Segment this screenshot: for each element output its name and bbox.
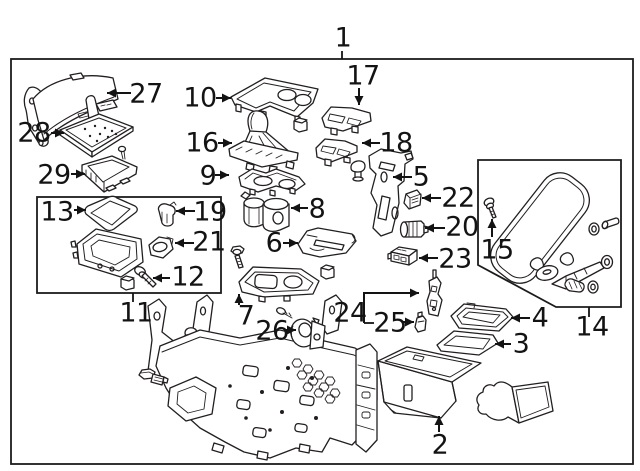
callout-4[interactable]: 4 [531, 302, 549, 334]
console-carrier-body [147, 294, 378, 461]
part-15-armrest-lid [489, 172, 591, 284]
push-pin-fastener [350, 160, 366, 182]
part-23-connector [387, 246, 418, 266]
part-24-mounting-bracket [426, 269, 443, 317]
part-20-power-outlet [399, 220, 429, 238]
part-27-console-lid [23, 72, 119, 147]
part-9-shifter-bezel [238, 168, 306, 197]
callout-13[interactable]: 13 [40, 196, 74, 228]
callout-29[interactable]: 29 [37, 159, 71, 191]
callout-8[interactable]: 8 [308, 193, 326, 225]
callout-23[interactable]: 23 [438, 243, 472, 275]
callout-18[interactable]: 18 [379, 127, 413, 159]
part-22-switch-knob [403, 189, 422, 210]
part-11-console-compartment [70, 228, 144, 278]
callout-1[interactable]: 1 [334, 22, 352, 54]
clip-fastener [320, 264, 335, 280]
part-7-console-insert-tray [238, 266, 320, 303]
callout-5[interactable]: 5 [412, 161, 430, 193]
part-29-storage-module [81, 155, 138, 193]
callout-6[interactable]: 6 [265, 227, 283, 259]
callout-3[interactable]: 3 [512, 328, 530, 360]
part-26-grommet [275, 307, 326, 350]
callout-16[interactable]: 16 [185, 127, 219, 159]
callout-15[interactable]: 15 [480, 234, 514, 266]
part-10-trim-plate [230, 77, 319, 125]
callout-20[interactable]: 20 [445, 211, 479, 243]
callout-26[interactable]: 26 [255, 315, 289, 347]
part-19-retainer-clip [157, 201, 177, 227]
callout-22[interactable]: 22 [441, 182, 475, 214]
callout-10[interactable]: 10 [183, 82, 217, 114]
callout-19[interactable]: 19 [193, 196, 227, 228]
bolt-fastener [230, 245, 245, 269]
part-17-switch-panel [321, 106, 372, 136]
part-15-screw [483, 197, 497, 219]
callout-14[interactable]: 14 [575, 311, 609, 343]
part-4-console-tray [450, 302, 514, 332]
part-13-tray-lid [84, 195, 138, 232]
clip-fastener [120, 275, 135, 291]
callout-25[interactable]: 25 [373, 307, 407, 339]
part-28-console-tray [59, 95, 134, 160]
callout-12[interactable]: 12 [171, 261, 205, 293]
part-16-shifter-assembly [228, 110, 299, 174]
part-8-cupholder-liner [240, 191, 290, 232]
callout-28[interactable]: 28 [17, 117, 51, 149]
callout-17[interactable]: 17 [346, 60, 380, 92]
carpet-trim-piece [476, 381, 554, 424]
callout-24-arrow [363, 288, 419, 323]
part-5-rear-bracket [368, 148, 414, 237]
part-6-armrest-latch-tray [297, 227, 357, 258]
part-12-screw [134, 266, 157, 288]
part-21-cup-bracket [148, 236, 174, 259]
part-18-switch-panel [315, 138, 358, 167]
callout-2[interactable]: 2 [431, 429, 449, 461]
part-14-latch-kit [535, 217, 620, 294]
clip-fastener [293, 117, 308, 133]
callout-9[interactable]: 9 [199, 160, 217, 192]
callout-24[interactable]: 24 [333, 297, 367, 329]
callout-7[interactable]: 7 [237, 300, 255, 332]
part-25-clip [414, 311, 427, 333]
part-2-storage-bin [377, 346, 482, 419]
callout-11[interactable]: 11 [119, 297, 153, 329]
group-box-11 [36, 196, 222, 294]
outer-border-box [10, 58, 634, 465]
hex-bolt-fastener [138, 368, 169, 386]
part-3-rubber-mat [436, 330, 499, 356]
callout-27[interactable]: 27 [129, 78, 163, 110]
callout-21[interactable]: 21 [192, 226, 226, 258]
